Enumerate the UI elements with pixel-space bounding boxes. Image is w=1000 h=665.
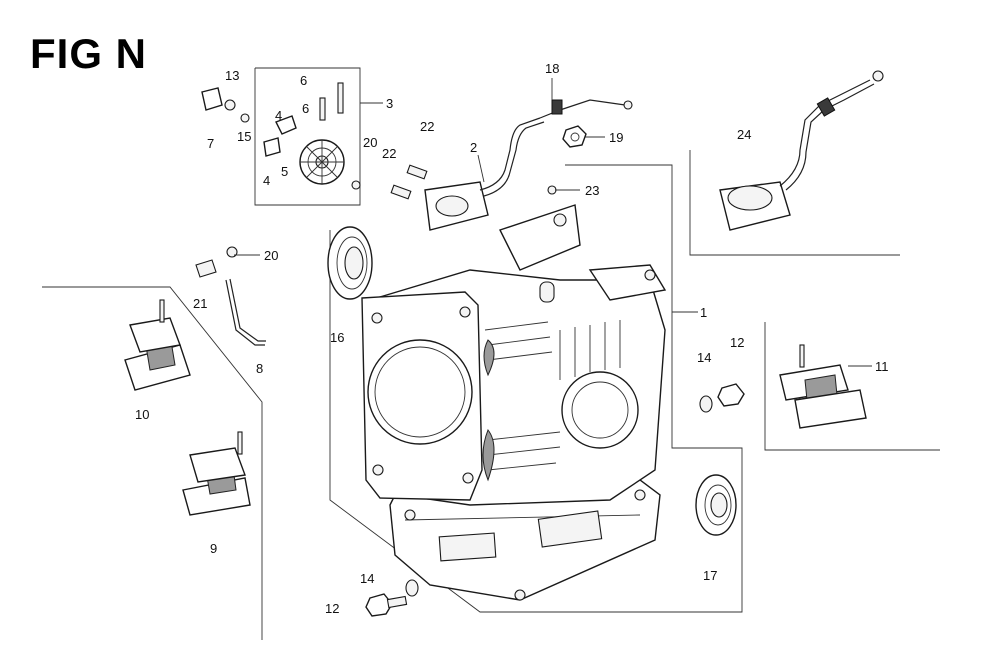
nut-part-19 bbox=[562, 125, 587, 148]
oil-alert-switch-part-2 bbox=[390, 117, 545, 231]
callout-24: 24 bbox=[737, 127, 751, 142]
callout-19: 19 bbox=[609, 130, 623, 145]
mount-part-11 bbox=[779, 344, 867, 429]
group-boundary-lines bbox=[42, 67, 940, 640]
callout-6b: 6 bbox=[302, 101, 309, 116]
governor-gear-part-5 bbox=[299, 139, 345, 185]
callout-1: 1 bbox=[700, 305, 707, 320]
callout-14-right: 14 bbox=[697, 350, 711, 365]
callout-17: 17 bbox=[703, 568, 717, 583]
mount-part-10 bbox=[124, 299, 191, 391]
callout-4a: 4 bbox=[275, 108, 282, 123]
callout-15: 15 bbox=[237, 129, 251, 144]
callout-22-lower: 22 bbox=[382, 146, 396, 161]
washer-part-14-right bbox=[699, 395, 713, 413]
callout-23: 23 bbox=[585, 183, 599, 198]
callout-20-upper: 20 bbox=[363, 135, 377, 150]
weights-part-4 bbox=[263, 115, 297, 157]
callout-13: 13 bbox=[225, 68, 239, 83]
callout-20-lower: 20 bbox=[264, 248, 278, 263]
callout-12-right: 12 bbox=[730, 335, 744, 350]
callout-2: 2 bbox=[470, 140, 477, 155]
callout-5: 5 bbox=[281, 164, 288, 179]
pins-part-6 bbox=[319, 82, 344, 121]
callout-18: 18 bbox=[545, 61, 559, 76]
callout-9: 9 bbox=[210, 541, 217, 556]
plug-part-7 bbox=[201, 87, 250, 123]
bolt-part-12-lower bbox=[365, 593, 408, 617]
oil-seal-part-17 bbox=[695, 474, 737, 536]
governor-shaft-part-8 bbox=[195, 246, 266, 346]
callout-21: 21 bbox=[193, 296, 207, 311]
callout-4b: 4 bbox=[263, 173, 270, 188]
callout-12-lower: 12 bbox=[325, 601, 339, 616]
callout-8: 8 bbox=[256, 361, 263, 376]
crankcase-part-1 bbox=[361, 204, 667, 601]
nut-part-20-upper bbox=[351, 180, 361, 190]
bolt-part-23 bbox=[547, 185, 557, 195]
callout-7: 7 bbox=[207, 136, 214, 151]
assembly-part-24 bbox=[719, 70, 884, 231]
bolt-part-12-right bbox=[717, 383, 745, 407]
callout-11: 11 bbox=[875, 359, 889, 374]
figure-title: FIG N bbox=[30, 30, 147, 77]
wire-part-18 bbox=[539, 99, 633, 119]
callout-16: 16 bbox=[330, 330, 344, 345]
callout-3: 3 bbox=[386, 96, 393, 111]
mount-part-9 bbox=[182, 431, 251, 516]
callout-10: 10 bbox=[135, 407, 149, 422]
bearing-part-16 bbox=[327, 226, 373, 300]
callout-6a: 6 bbox=[300, 73, 307, 88]
callout-labels: 1 2 3 4 4 5 6 6 7 8 9 10 11 12 12 13 14 … bbox=[135, 61, 889, 616]
leader-lines bbox=[234, 78, 872, 367]
callout-22-upper: 22 bbox=[420, 119, 434, 134]
washer-part-14-lower bbox=[405, 579, 419, 597]
callout-14-lower: 14 bbox=[360, 571, 374, 586]
